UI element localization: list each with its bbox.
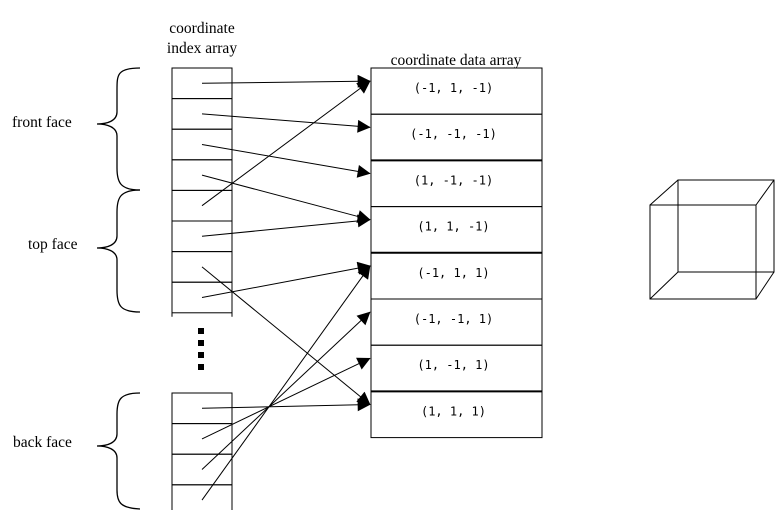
- coordinate-data-array: (-1, 1, -1) (-1, -1, -1) (1, -1, -1) (1, 1,…: [370, 67, 543, 439]
- coordinate-value: (1, -1, 1): [417, 358, 489, 372]
- pointer-arrow: [201, 266, 371, 405]
- back-face-label: back face: [13, 434, 72, 451]
- pointer-arrows: [201, 74, 371, 501]
- coordinate-value: (-1, 1, 1): [417, 266, 489, 280]
- pointer-arrow: [201, 80, 371, 207]
- index-cell: [171, 484, 233, 510]
- pointer-arrow: [201, 265, 371, 501]
- index-cell: [171, 281, 233, 314]
- coordinate-value: (-1, -1, 1): [414, 312, 493, 326]
- coordinate-value: (-1, 1, -1): [414, 81, 493, 95]
- wireframe-cube-icon: [649, 179, 775, 300]
- index-array-top: [171, 67, 233, 317]
- top-face-brace: [96, 189, 141, 313]
- coordinate-value: (1, 1, -1): [417, 220, 489, 234]
- pointer-arrow: [201, 357, 371, 440]
- index-array-title-line2: index array: [167, 40, 237, 57]
- back-face-brace: [96, 392, 141, 510]
- index-array-title-line1: coordinate: [169, 20, 235, 37]
- pointer-arrow: [201, 74, 371, 88]
- ellipsis-dots: [198, 328, 204, 370]
- pointer-arrow: [201, 311, 371, 470]
- front-face-brace: [96, 67, 141, 191]
- pointer-arrow: [201, 113, 371, 133]
- index-array-bottom: [171, 392, 233, 510]
- coordinate-value: (1, -1, -1): [414, 173, 493, 187]
- front-face-label: front face: [12, 114, 72, 131]
- index-cell: [171, 98, 233, 130]
- top-face-label: top face: [28, 236, 78, 253]
- coordinate-value: (-1, -1, -1): [410, 127, 497, 141]
- pointer-arrow: [201, 398, 371, 412]
- pointer-arrow: [201, 214, 371, 237]
- data-array-title: coordinate data array: [391, 52, 522, 69]
- pointer-arrow: [201, 261, 371, 298]
- pointer-arrow: [201, 174, 371, 223]
- coordinate-value: (1, 1, 1): [421, 404, 486, 418]
- pointer-arrow: [201, 144, 371, 178]
